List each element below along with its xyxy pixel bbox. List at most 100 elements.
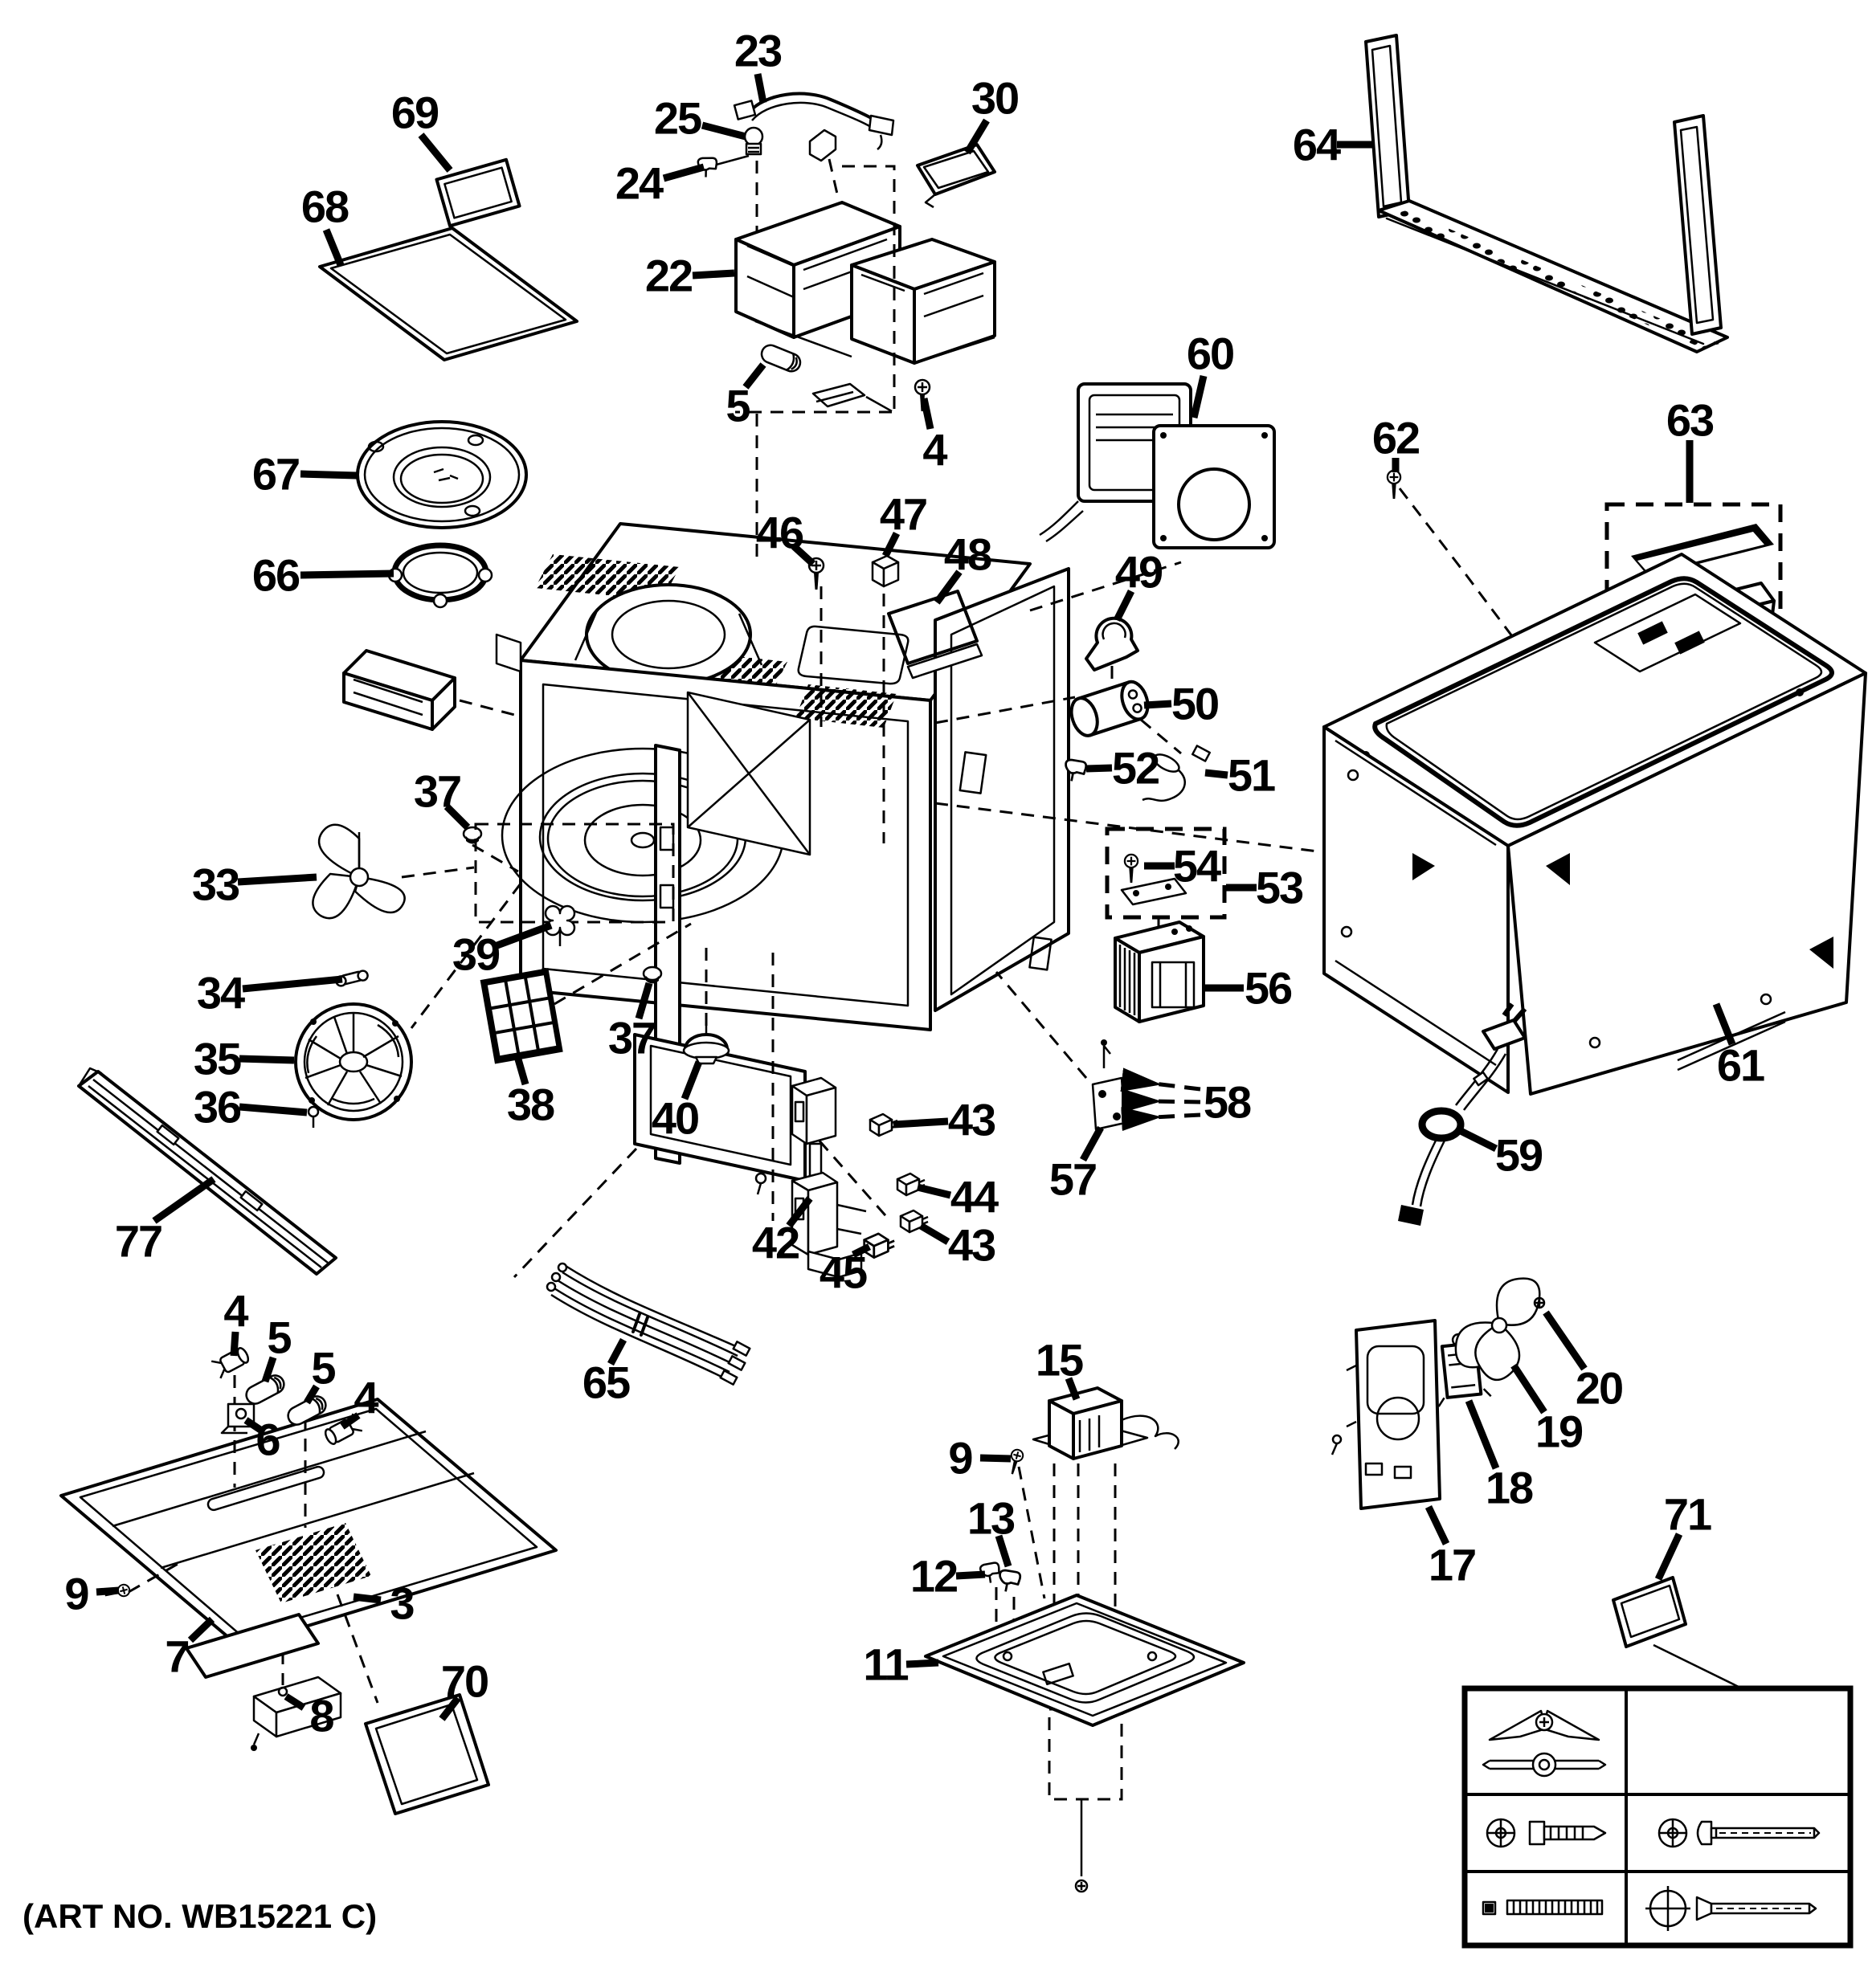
callout-50: 50 bbox=[1171, 679, 1218, 729]
leader-13 bbox=[995, 1534, 1012, 1568]
leader-12 bbox=[955, 1570, 986, 1580]
leader-58-2 bbox=[1121, 1107, 1201, 1132]
part-8-lamp-cover bbox=[251, 1676, 342, 1751]
leader-37a bbox=[443, 803, 471, 831]
leader-77 bbox=[152, 1176, 216, 1224]
part-42-latch-body bbox=[791, 1076, 867, 1279]
callout-44: 44 bbox=[950, 1172, 999, 1223]
leader-42 bbox=[786, 1196, 813, 1228]
callout-53: 53 bbox=[1256, 863, 1303, 913]
callout-25: 25 bbox=[654, 93, 701, 144]
leader-38 bbox=[513, 1052, 529, 1086]
part-64-mounting-bracket bbox=[1364, 34, 1729, 353]
part-37a-grommet bbox=[462, 826, 483, 845]
projection-33-box bbox=[474, 823, 675, 924]
callout-3: 3 bbox=[390, 1578, 414, 1629]
part-30-cover-plate bbox=[916, 143, 996, 209]
callout-4a: 4 bbox=[922, 425, 947, 476]
leader-66 bbox=[300, 569, 394, 579]
callout-64: 64 bbox=[1293, 120, 1341, 170]
callout-33: 33 bbox=[192, 859, 239, 910]
callout-39: 39 bbox=[452, 929, 500, 980]
callout-43b: 43 bbox=[948, 1220, 995, 1271]
callout-30: 30 bbox=[971, 73, 1018, 124]
leader-47 bbox=[881, 531, 901, 558]
part-5-lamp-top bbox=[758, 341, 804, 375]
part-oven-cavity bbox=[495, 522, 1070, 1182]
callout-9a: 9 bbox=[64, 1569, 88, 1619]
callout-38: 38 bbox=[507, 1080, 554, 1130]
leader-58-1 bbox=[1121, 1088, 1201, 1113]
part-38-grille bbox=[480, 968, 563, 1064]
part-53-54-diode-kit bbox=[1105, 827, 1227, 920]
callout-48: 48 bbox=[944, 529, 991, 580]
leader-17 bbox=[1425, 1505, 1450, 1545]
part-65-wire-harness bbox=[546, 1262, 751, 1386]
leader-48 bbox=[934, 569, 963, 605]
leader-59 bbox=[1458, 1127, 1498, 1153]
callout-42: 42 bbox=[752, 1218, 799, 1268]
callout-18: 18 bbox=[1486, 1463, 1533, 1513]
callout-24: 24 bbox=[615, 158, 664, 209]
leader-24 bbox=[662, 163, 705, 182]
part-3-vent-panel bbox=[59, 1375, 558, 1704]
callout-23: 23 bbox=[734, 26, 782, 76]
leader-45 bbox=[851, 1243, 872, 1259]
part-19-fan-blade bbox=[1454, 1277, 1541, 1382]
part-68-grease-grille bbox=[318, 227, 578, 361]
part-22-control-shelf bbox=[734, 129, 996, 413]
leader-11 bbox=[905, 1659, 939, 1668]
callout-40: 40 bbox=[652, 1093, 698, 1144]
callout-51: 51 bbox=[1228, 750, 1275, 801]
leader-44 bbox=[916, 1183, 952, 1199]
callout-69: 69 bbox=[391, 88, 439, 138]
callout-46: 46 bbox=[756, 508, 803, 558]
callout-54: 54 bbox=[1173, 841, 1221, 892]
part-51-fuse bbox=[1142, 745, 1212, 802]
part-7-lens bbox=[185, 1613, 320, 1679]
leader-34 bbox=[242, 975, 343, 993]
leader-36 bbox=[239, 1103, 308, 1116]
callout-20: 20 bbox=[1576, 1363, 1622, 1414]
part-42-screw bbox=[754, 1172, 767, 1195]
leader-52 bbox=[1085, 764, 1113, 773]
leader-50 bbox=[1143, 700, 1172, 709]
callout-60: 60 bbox=[1187, 329, 1233, 379]
part-70-filter-frame bbox=[364, 1693, 490, 1815]
leader-25 bbox=[701, 121, 747, 141]
part-17-fan-bracket bbox=[1330, 1319, 1441, 1510]
leader-3 bbox=[353, 1593, 382, 1604]
leader-70 bbox=[439, 1696, 461, 1721]
callout-43a: 43 bbox=[948, 1095, 995, 1145]
callout-11: 11 bbox=[863, 1639, 908, 1690]
leader-61 bbox=[1712, 1002, 1736, 1046]
leader-23 bbox=[754, 73, 767, 104]
callout-68: 68 bbox=[301, 182, 349, 232]
callout-6: 6 bbox=[255, 1414, 280, 1465]
glyph-flat-head-machine-screw-long bbox=[1645, 1886, 1817, 1931]
part-exhaust-duct bbox=[342, 649, 521, 731]
callout-15: 15 bbox=[1036, 1335, 1083, 1386]
part-50-capacitor bbox=[1069, 680, 1150, 737]
leader-18 bbox=[1465, 1399, 1500, 1470]
leader-46 bbox=[791, 543, 816, 567]
leader-15 bbox=[1065, 1377, 1081, 1401]
callout-12: 12 bbox=[910, 1551, 957, 1602]
callout-5b: 5 bbox=[267, 1312, 291, 1363]
callout-19: 19 bbox=[1535, 1406, 1583, 1457]
leader-39 bbox=[493, 921, 553, 950]
part-54-screw bbox=[1123, 853, 1139, 884]
callout-47: 47 bbox=[880, 489, 926, 540]
callout-5a: 5 bbox=[726, 381, 750, 431]
part-11-base-plate bbox=[924, 1594, 1245, 1727]
leader-49 bbox=[1113, 589, 1135, 623]
callout-9b: 9 bbox=[948, 1433, 972, 1484]
art-number: (ART NO. WB15221 C) bbox=[22, 1897, 377, 1935]
leader-37b bbox=[635, 982, 653, 1020]
leader-30 bbox=[964, 118, 990, 155]
leader-68 bbox=[322, 228, 345, 267]
callout-35: 35 bbox=[194, 1034, 241, 1084]
leader-33 bbox=[237, 873, 317, 886]
callout-65: 65 bbox=[582, 1357, 630, 1408]
